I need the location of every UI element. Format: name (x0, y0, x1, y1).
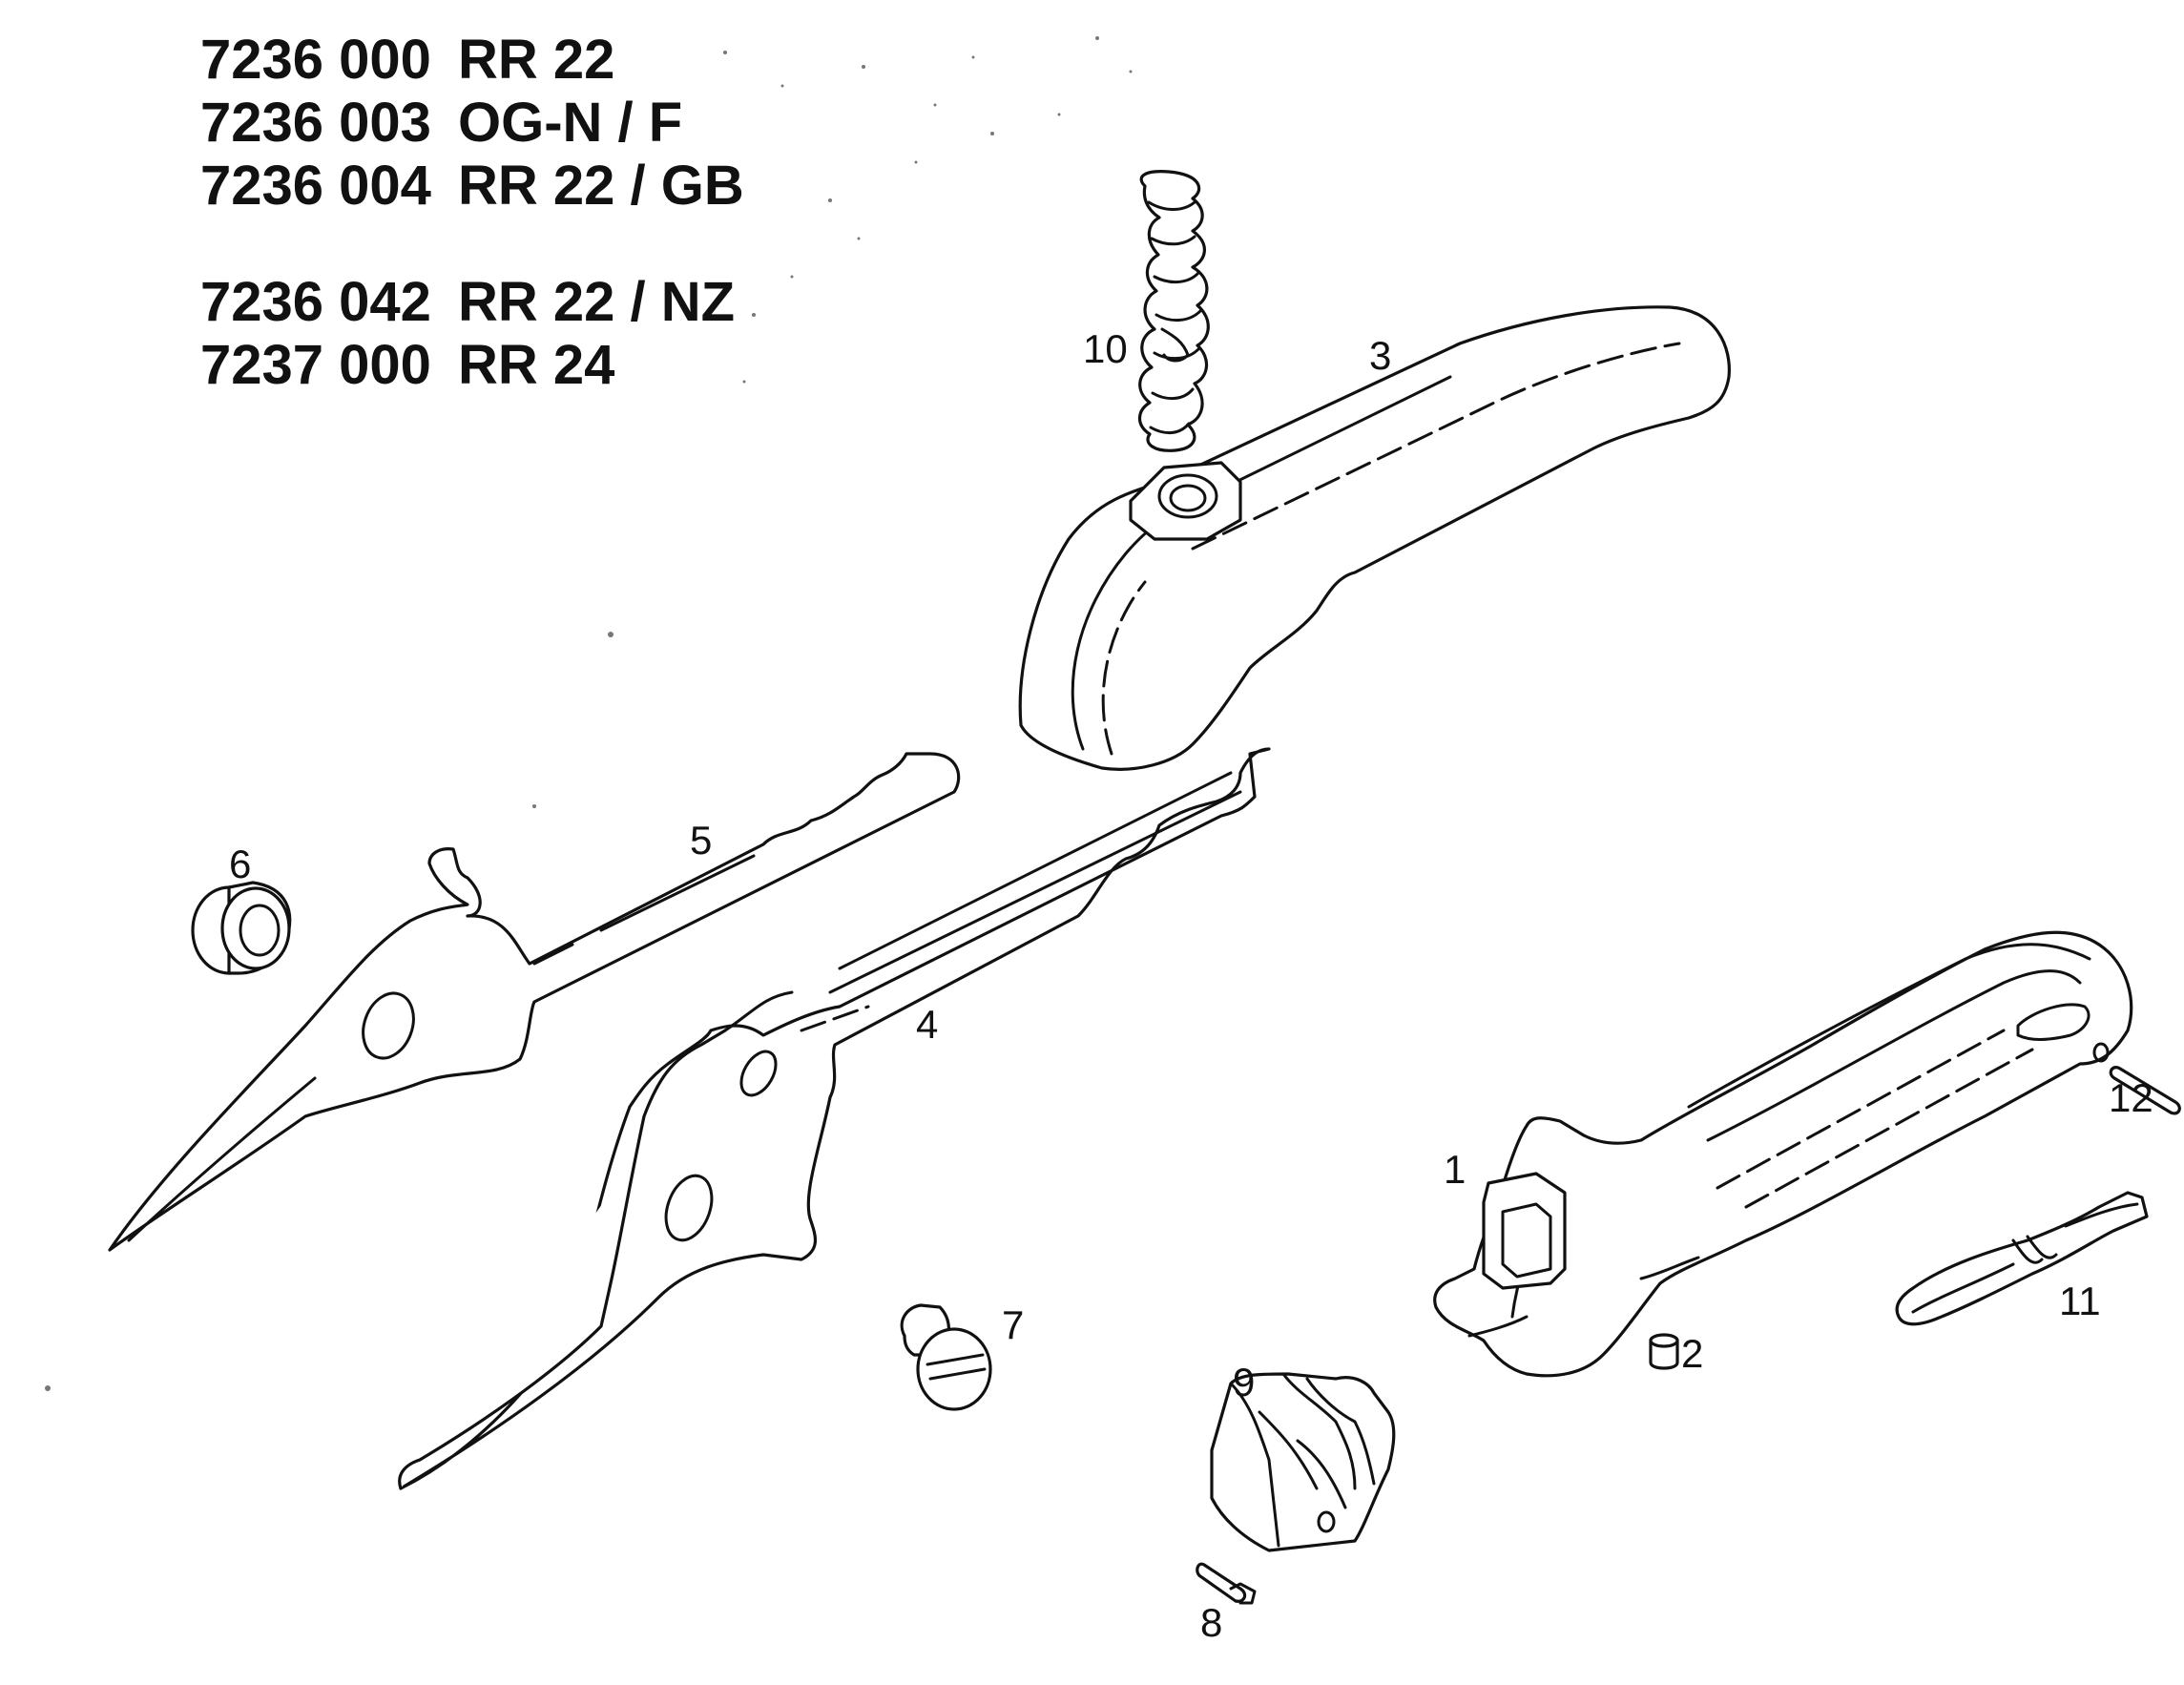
model-row: 7236 004 RR 22 / GB (200, 155, 744, 218)
model-row: 7236 003 OG-N / F (200, 92, 744, 155)
part-label-3: 3 (1369, 333, 1392, 378)
model-name: RR 22 / NZ (458, 271, 736, 333)
model-code: 7236 004 (200, 155, 431, 217)
part-11-strap (1895, 1191, 2149, 1326)
model-row: 7236 042 RR 22 / NZ (200, 271, 744, 334)
model-name: OG-N / F (458, 92, 683, 154)
part-9-cap (1210, 1372, 1396, 1552)
model-code: 7236 000 (200, 29, 431, 91)
part-label-12: 12 (2109, 1075, 2153, 1120)
model-code: 7236 042 (200, 271, 431, 333)
model-name: RR 22 (458, 29, 615, 91)
part-10-spring (1137, 170, 1210, 452)
part-label-8: 8 (1200, 1600, 1223, 1645)
part-6-bushing (191, 881, 292, 975)
part-label-1: 1 (1444, 1147, 1466, 1192)
part-1-lower-handle (1433, 930, 2133, 1378)
part-2-cylinder (1649, 1333, 1679, 1370)
part-5-anvil-blade (108, 752, 961, 1252)
part-label-2: 2 (1681, 1331, 1704, 1376)
model-code: 7236 003 (200, 92, 431, 154)
part-label-6: 6 (229, 842, 252, 886)
model-row: 7236 000 RR 22 (200, 29, 744, 92)
part-label-11: 11 (2059, 1279, 2101, 1323)
part-label-4: 4 (916, 1002, 939, 1047)
model-name: RR 22 / GB (458, 155, 744, 217)
part-12-pin (2109, 1066, 2181, 1115)
part-label-10: 10 (1083, 326, 1128, 371)
part-7-screw (900, 1303, 992, 1411)
model-code: 7237 000 (200, 334, 431, 396)
model-list: 7236 000 RR 22 7236 003 OG-N / F 7236 00… (200, 29, 744, 397)
part-label-9: 9 (1233, 1360, 1256, 1404)
part-3-upper-handle (1018, 305, 1731, 771)
scan-speckles (45, 36, 1133, 1391)
model-row: 7237 000 RR 24 (200, 334, 744, 397)
part-label-7: 7 (1002, 1302, 1025, 1347)
part-8-pin (1196, 1562, 1257, 1605)
model-name: RR 24 (458, 334, 615, 396)
part-label-5: 5 (690, 818, 713, 863)
part-4-cutting-blade (398, 747, 1271, 1490)
